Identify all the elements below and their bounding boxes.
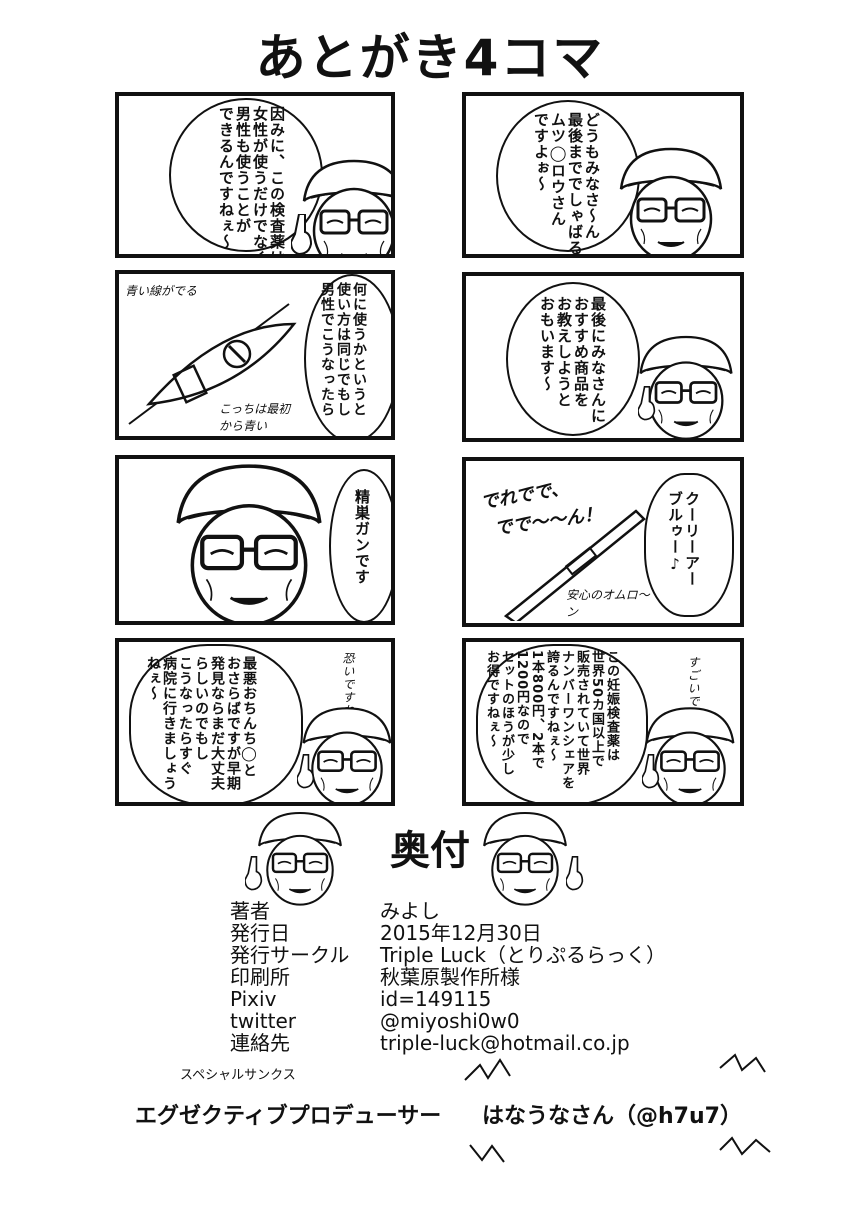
comic-panel-7: 最悪おちんち◯と おさらばですが早期 発見ならまだ大丈夫 らしいのでもし こうな… <box>115 638 395 806</box>
pointing-finger-icon <box>638 386 656 421</box>
colophon-value: triple-luck@hotmail.co.jp <box>380 1031 630 1055</box>
colophon-row-printer: 印刷所 秋葉原製作所様 <box>230 966 520 988</box>
colophon-value: みよし <box>380 899 440 923</box>
colophon-row-circle: 発行サークル Triple Luck（とりぷるらっく） <box>230 944 666 966</box>
comic-panel-8: この妊娠検査薬は 世界50カ国以上で 販売されていて世界 ナンバーワンシェアを … <box>462 638 744 806</box>
thanks-name: はなうなさん（@h7u7） <box>482 1104 742 1129</box>
speech-bubble <box>496 100 640 252</box>
colophon-value: 秋葉原製作所様 <box>380 965 520 989</box>
old-man-character-icon <box>619 147 723 254</box>
pointing-finger-icon <box>642 754 660 789</box>
pointing-finger-icon <box>291 214 312 254</box>
colophon-row-author: 著者 みよし <box>230 900 440 922</box>
burst-lines-icon <box>464 1053 771 1163</box>
colophon-label: twitter <box>230 1009 296 1033</box>
panel-6-dialogue: クーリーアー ブルゥー♪ <box>666 491 701 587</box>
test-stick-closeup-icon <box>128 303 297 425</box>
speech-bubble <box>476 644 648 802</box>
panel-2-dialogue: どうもみなさ〜ん 最後まででしゃばる ムツ◯ロウさん ですよぉ〜 <box>532 112 601 256</box>
colophon-row-pixiv: Pixiv id=149115 <box>230 988 491 1010</box>
annotation-blue-from-start: こっちは最初から青い <box>219 402 291 433</box>
old-man-character-icon <box>302 159 391 254</box>
colophon-value: @miyoshi0w0 <box>380 1009 520 1033</box>
panel-1-dialogue: 因みに、この検査薬は 女性が使うだけでなく 男性も使うことが できるんですねぇ〜 <box>217 106 286 258</box>
panel-7-dialogue: 最悪おちんち◯と おさらばですが早期 発見ならまだ大丈夫 らしいのでもし こうな… <box>145 656 257 791</box>
colophon-value: id=149115 <box>380 987 492 1011</box>
panel-4-dialogue: 最後にみなさんに おすすめ商品を お教えしようと おもいます〜 <box>538 296 607 424</box>
old-man-character-icon <box>169 459 329 625</box>
annotation-blue-line: 青い線がでる <box>125 284 198 298</box>
pointing-finger-icon <box>297 754 315 789</box>
panel-3-dialogue: 何に使うかというと 使い方は同じでもし 男性でこうなったら <box>319 282 367 417</box>
speech-bubble <box>329 469 391 621</box>
colophon-label: 発行日 <box>230 921 290 945</box>
colophon-row-date: 発行日 2015年12月30日 <box>230 922 542 944</box>
speech-bubble <box>506 282 640 436</box>
executive-producer-label: エグゼクティブプロデューサー <box>135 1104 442 1129</box>
colophon-title: 奥付 <box>390 828 470 874</box>
panel-8-dialogue: この妊娠検査薬は 世界50カ国以上で 販売されていて世界 ナンバーワンシェアを … <box>484 650 619 790</box>
colophon-label: 印刷所 <box>230 965 290 989</box>
colophon-row-contact: 連絡先 triple-luck@hotmail.co.jp <box>230 1032 630 1054</box>
colophon-value: Triple Luck（とりぷるらっく） <box>380 943 667 967</box>
colophon-label: Pixiv <box>230 987 277 1011</box>
annotation-omron: 安心のオムロ〜ン <box>566 588 650 619</box>
page-title: あとがき4コマ <box>255 29 605 87</box>
speech-bubble <box>304 274 391 436</box>
comic-panel-4: 最後にみなさんに おすすめ商品を お教えしようと おもいます〜 <box>462 272 744 442</box>
old-man-character-icon <box>482 811 568 906</box>
speech-bubble <box>129 644 303 802</box>
panel-5-dialogue: 精巣ガンです <box>353 489 371 585</box>
comic-panel-2: どうもみなさ〜ん 最後まででしゃばる ムツ◯ロウさん ですよぉ〜 <box>462 92 744 258</box>
special-thanks-heading: スペシャルサンクス <box>180 1068 296 1083</box>
speech-bubble <box>644 473 734 617</box>
colophon-label: 著者 <box>230 899 270 923</box>
speech-bubble <box>169 98 323 252</box>
comic-panel-6: でれでで、 でで〜〜ん！ 安心のオムロ〜ン クーリーアー ブルゥー♪ <box>462 457 744 627</box>
colophon-label: 連絡先 <box>230 1031 290 1055</box>
comic-panel-3: 青い線がでる こっちは最初から青い 何に使うかというと 使い方は同じでもし 男性… <box>115 270 395 440</box>
comic-panel-1: 因みに、この検査薬は 女性が使うだけでなく 男性も使うことが できるんですねぇ〜 <box>115 92 395 258</box>
comic-panel-5: 精巣ガンです <box>115 455 395 625</box>
colophon-label: 発行サークル <box>230 943 350 967</box>
colophon-row-twitter: twitter @miyoshi0w0 <box>230 1010 520 1032</box>
pregnancy-test-stick-icon <box>503 509 646 621</box>
colophon-value: 2015年12月30日 <box>380 921 542 945</box>
pointing-finger-icon <box>566 856 584 891</box>
